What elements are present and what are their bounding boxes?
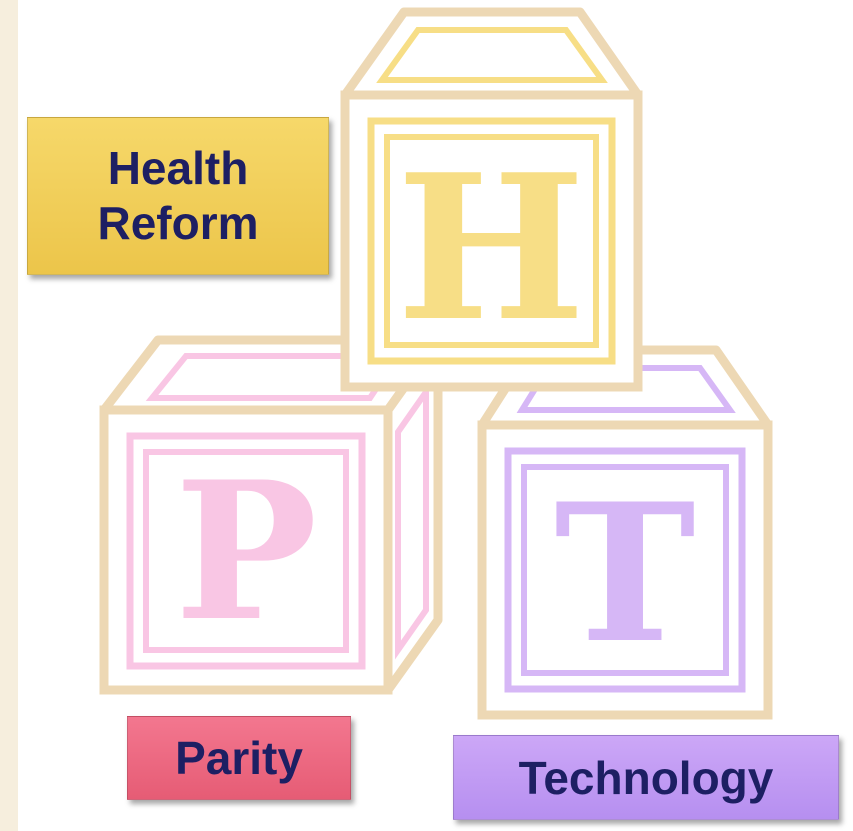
technology-label: Technology: [453, 735, 839, 820]
block-h-letter: H: [397, 131, 586, 366]
block-p-side-inset: [395, 382, 429, 660]
block-t-frame-inner: [521, 464, 729, 676]
block-h-frame-inner: [384, 134, 599, 348]
block-h-front: [340, 90, 643, 392]
parity-label-text: Parity: [175, 732, 303, 784]
block-t: T: [477, 345, 773, 720]
block-p-frame-outer: [126, 432, 366, 670]
block-t-letter: T: [554, 462, 695, 685]
health-reform-label: Health Reform: [27, 117, 329, 275]
block-t-front: [477, 420, 773, 720]
health-reform-label-line2: Reform: [97, 197, 259, 249]
block-p-front: [99, 405, 393, 695]
block-p-letter: P: [175, 440, 318, 663]
block-t-frame-outer: [504, 447, 746, 693]
block-h: H: [340, 7, 643, 392]
parity-label: Parity: [127, 716, 351, 800]
block-p: P: [99, 335, 443, 695]
block-p-frame-inner: [143, 449, 349, 653]
technology-label-text: Technology: [518, 751, 774, 804]
block-h-frame-outer: [367, 117, 616, 365]
health-reform-label-line1: Health: [107, 141, 249, 194]
block-h-top-inset: [376, 27, 608, 83]
